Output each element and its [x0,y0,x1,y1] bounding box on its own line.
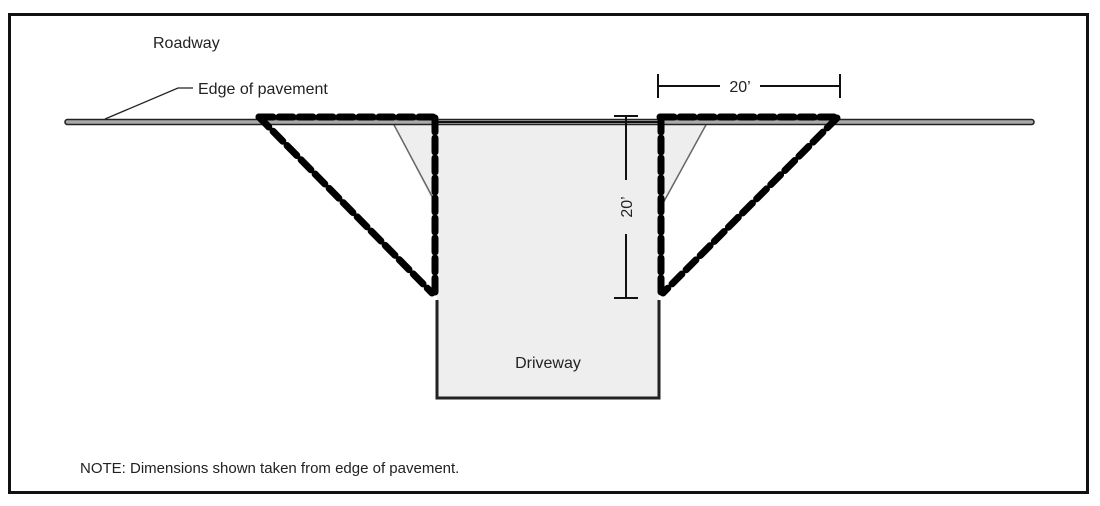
horizontal-dimension-label: 20’ [729,79,750,96]
right-sight-triangle [656,113,841,300]
note-text: NOTE: Dimensions shown taken from edge o… [80,460,459,477]
horizontal-dimension [657,74,841,98]
vertical-dimension [614,115,638,299]
driveway-shape [437,123,659,398]
edge-of-pavement-label: Edge of pavement [198,81,328,98]
vertical-dimension-label: 20’ [619,196,636,217]
edge-of-pavement-leader [104,87,193,120]
left-flare-edge [392,122,435,201]
right-flare-edge [661,122,708,206]
driveway-label: Driveway [515,355,581,372]
driveway-outline [435,300,661,400]
roadway-label: Roadway [153,35,220,52]
left-sight-triangle [255,113,439,300]
